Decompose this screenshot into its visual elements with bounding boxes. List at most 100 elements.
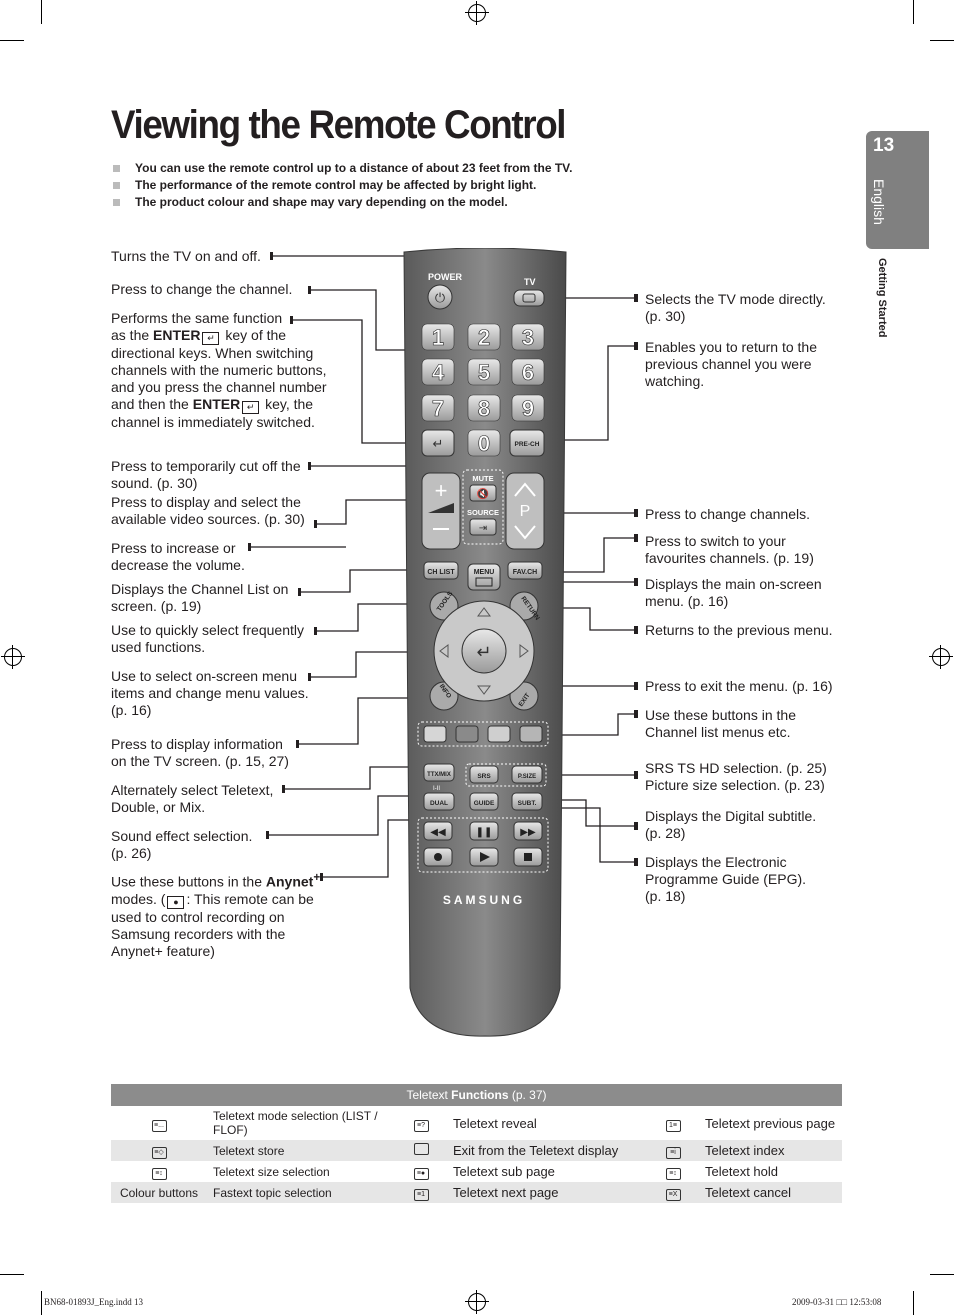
right-arrow-icon — [519, 644, 529, 658]
power-key-label: POWER — [428, 272, 463, 282]
up-arrow-icon — [477, 607, 491, 617]
teletext-size-icon: ≡↕ — [151, 1168, 167, 1180]
srs-button[interactable] — [469, 765, 499, 784]
label-volume: Press to increase or decrease the volume… — [111, 540, 245, 573]
label-power: Turns the TV on and off. — [111, 248, 261, 264]
psize-key-label: P.SIZE — [518, 774, 536, 780]
stop-icon — [524, 853, 532, 861]
colour-button-red[interactable] — [423, 725, 447, 743]
dual-button[interactable] — [423, 792, 455, 811]
left-arrow-icon — [439, 644, 449, 658]
teletext-previous-icon: 1≡ — [665, 1119, 681, 1132]
teletext-table: Teletext Functions (p. 37) ≡... Teletext… — [111, 1084, 842, 1203]
psize-button[interactable] — [511, 765, 543, 784]
chlist-button[interactable] — [423, 561, 459, 580]
power-button[interactable] — [427, 284, 453, 310]
teletext-subpage-icon: ≡● — [413, 1168, 429, 1180]
tv-button[interactable] — [513, 289, 545, 307]
registration-mark-top — [465, 1, 489, 25]
digit-button-3[interactable] — [511, 323, 545, 351]
i-ii-label: I-II — [433, 786, 440, 792]
label-channel: Press to change the channel. — [111, 281, 293, 297]
source-button[interactable] — [469, 518, 497, 536]
label-mute: Press to temporarily cut off the sound. … — [111, 458, 301, 491]
subt-key-label: SUBT. — [518, 800, 537, 807]
side-tab: 13 English — [866, 131, 929, 249]
language-label: English — [871, 179, 887, 225]
table-row: ≡◇ Teletext store Exit from the Teletext… — [111, 1140, 842, 1161]
label-source: Press to display and select the availabl… — [111, 494, 305, 527]
ttxmix-key-label: TTX/MIX — [427, 772, 451, 778]
channel-rocker[interactable] — [505, 472, 545, 550]
digit-button-5[interactable] — [467, 358, 501, 386]
remote-control: POWER TV ⏻ 1 2 3 4 5 6 7 8 9 0 ↵ PRE-CH … — [403, 248, 567, 1037]
down-arrow-icon — [477, 685, 491, 695]
label-menu-select: Use to select on-screen menu items and c… — [111, 668, 309, 718]
digit-button-8[interactable] — [467, 394, 501, 422]
digit-button-0[interactable] — [467, 429, 501, 457]
digit-button-9[interactable] — [511, 394, 545, 422]
colour-button-blue[interactable] — [519, 725, 543, 743]
rewind-button[interactable] — [423, 821, 453, 841]
digit-button-2[interactable] — [467, 323, 501, 351]
svg-text:2: 2 — [478, 325, 490, 350]
table-row: ≡... Teletext mode selection (LIST / FLO… — [111, 1106, 842, 1140]
digit-button-7[interactable] — [421, 394, 455, 422]
label-chlist: Displays the Channel List on screen. (p.… — [111, 581, 289, 614]
guide-key-label: GUIDE — [474, 800, 495, 807]
svg-text:4: 4 — [432, 360, 445, 385]
colour-button-yellow[interactable] — [487, 725, 511, 743]
label-tv: Selects the TV mode directly. (p. 30) — [645, 291, 826, 324]
teletext-reveal-icon: ≡? — [413, 1119, 429, 1132]
p-key-label: P — [520, 503, 531, 520]
label-favch: Press to switch to your favourites chann… — [645, 533, 814, 566]
enter-digit-button[interactable] — [421, 429, 455, 457]
digit-button-6[interactable] — [511, 358, 545, 386]
label-subt: Displays the Digital subtitle. (p. 28) — [645, 808, 817, 841]
enter-icon: ↵ — [433, 436, 444, 451]
section-label: Getting Started — [876, 258, 888, 338]
play-icon — [480, 852, 490, 862]
mute-button[interactable] — [469, 484, 497, 502]
svg-text:7: 7 — [432, 396, 444, 421]
prech-button[interactable] — [509, 429, 545, 457]
favch-key-label: FAV.CH — [513, 569, 538, 576]
mute-key-label: MUTE — [472, 474, 493, 483]
samsung-logo: SAMSUNG — [443, 893, 525, 907]
subt-button[interactable] — [511, 792, 543, 811]
label-dual: Sound effect selection. (p. 26) — [111, 828, 253, 861]
source-icon: ⇥ — [479, 523, 487, 534]
ttxmix-button[interactable] — [423, 763, 455, 782]
note-item: The product colour and shape may vary de… — [113, 194, 572, 211]
colour-button-green[interactable] — [455, 725, 479, 743]
guide-button[interactable] — [469, 792, 499, 811]
pause-button[interactable] — [469, 821, 499, 841]
label-enter: Performs the same function as the ENTER↵… — [111, 310, 327, 430]
registration-mark-left — [1, 645, 25, 669]
registration-mark-right — [929, 645, 953, 669]
note-item: The performance of the remote control ma… — [113, 177, 572, 194]
enter-button[interactable] — [461, 628, 507, 674]
svg-text:3: 3 — [522, 325, 534, 350]
label-colour: Use these buttons in the Channel list me… — [645, 707, 796, 740]
svg-text:9: 9 — [522, 396, 534, 421]
enter-icon: ↵ — [242, 401, 260, 414]
favch-button[interactable] — [507, 561, 543, 580]
pause-icon: ❚❚ — [476, 827, 493, 838]
digit-button-1[interactable] — [421, 323, 455, 351]
label-return: Returns to the previous menu. — [645, 622, 833, 638]
srs-key-label: SRS — [477, 773, 491, 780]
dual-key-label: DUAL — [430, 800, 448, 807]
teletext-exit-icon — [413, 1143, 429, 1155]
colour-buttons-cell: Colour buttons — [111, 1182, 207, 1203]
enter-icon: ↵ — [476, 642, 491, 662]
table-row: ≡↕ Teletext size selection ≡● Teletext s… — [111, 1161, 842, 1182]
label-info: Press to display information on the TV s… — [111, 736, 289, 769]
prech-key-label: PRE-CH — [515, 441, 540, 448]
footer-file: BN68-01893J_Eng.indd 13 — [44, 1297, 143, 1307]
label-ttx: Alternately select Teletext, Double, or … — [111, 782, 274, 815]
digit-button-4[interactable] — [421, 358, 455, 386]
volume-up-icon: + — [435, 478, 448, 503]
note-item: You can use the remote control up to a d… — [113, 160, 572, 177]
forward-button[interactable] — [513, 821, 543, 841]
